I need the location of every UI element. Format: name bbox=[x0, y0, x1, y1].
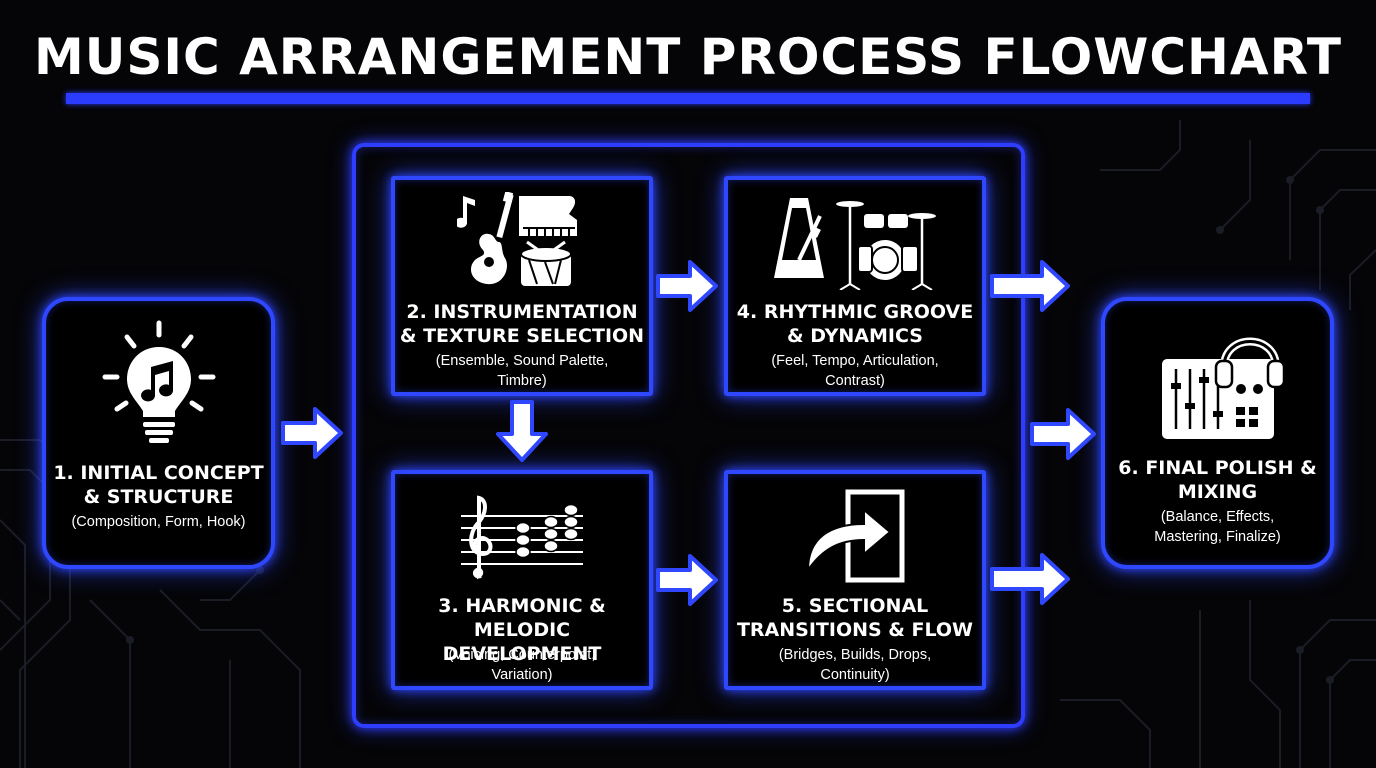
step-6-title-line1: 6. FINAL POLISH & bbox=[1118, 457, 1317, 479]
step-6-subtitle-line2: Mastering, Finalize) bbox=[1154, 529, 1281, 545]
step-1-title-line2: & STRUCTURE bbox=[83, 486, 234, 508]
arrow-group-to-step6 bbox=[1030, 408, 1096, 460]
step-4-subtitle-line2: Contrast) bbox=[825, 373, 885, 389]
step-1-subtitle: (Composition, Form, Hook) bbox=[71, 514, 246, 530]
lightbulb-music-note-icon bbox=[46, 319, 271, 449]
step-1-initial-concept: 1. INITIAL CONCEPT & STRUCTURE (Composit… bbox=[42, 297, 275, 569]
step-4-subtitle-line1: (Feel, Tempo, Articulation, bbox=[771, 353, 939, 369]
step-6-title-line2: MIXING bbox=[1177, 481, 1258, 503]
step-3-subtitle-line1: (Voicing, Counterpoint, bbox=[448, 647, 596, 663]
step-5-subtitle-line2: Continuity) bbox=[820, 667, 890, 683]
step-3-harmonic-melodic: 3. HARMONIC & MELODIC DEVELOPMENT (Voici… bbox=[391, 470, 653, 690]
process-group-frame bbox=[352, 143, 1025, 728]
mixer-headphones-icon bbox=[1105, 323, 1330, 443]
step-1-title-line1: 1. INITIAL CONCEPT bbox=[53, 462, 264, 484]
sheet-music-icon bbox=[395, 492, 649, 582]
step-4-title-line1: 4. RHYTHMIC GROOVE bbox=[736, 301, 974, 323]
step-5-sectional-transitions: 5. SECTIONAL TRANSITIONS & FLOW (Bridges… bbox=[724, 470, 986, 690]
step-4-title-line2: & DYNAMICS bbox=[787, 325, 923, 347]
step-2-subtitle-line1: (Ensemble, Sound Palette, bbox=[435, 353, 609, 369]
transition-arrow-icon bbox=[728, 488, 982, 584]
step-2-instrumentation: 2. INSTRUMENTATION & TEXTURE SELECTION (… bbox=[391, 176, 653, 396]
arrow-step5-to-step6 bbox=[990, 553, 1070, 605]
step-3-title-line2: MELODIC DEVELOPMENT bbox=[442, 619, 602, 665]
step-2-title-line1: 2. INSTRUMENTATION bbox=[406, 301, 638, 323]
step-6-subtitle-line1: (Balance, Effects, bbox=[1160, 509, 1275, 525]
step-3-subtitle-line2: Variation) bbox=[491, 667, 553, 683]
arrow-step2-to-step3 bbox=[496, 400, 548, 462]
step-2-subtitle-line2: Timbre) bbox=[497, 373, 547, 389]
step-4-rhythmic-groove: 4. RHYTHMIC GROOVE & DYNAMICS (Feel, Tem… bbox=[724, 176, 986, 396]
arrow-step4-to-step6 bbox=[990, 260, 1070, 312]
step-6-final-polish: 6. FINAL POLISH & MIXING (Balance, Effec… bbox=[1101, 297, 1334, 569]
step-5-title-line1: 5. SECTIONAL bbox=[781, 595, 929, 617]
step-2-title-line2: & TEXTURE SELECTION bbox=[399, 325, 645, 347]
page-title: MUSIC ARRANGEMENT PROCESS FLOWCHART bbox=[34, 28, 1342, 86]
title-underline bbox=[66, 93, 1310, 104]
step-5-subtitle-line1: (Bridges, Builds, Drops, bbox=[778, 647, 932, 663]
instruments-icon bbox=[395, 192, 649, 292]
step-5-title-line2: TRANSITIONS & FLOW bbox=[736, 619, 974, 641]
metronome-drums-icon bbox=[728, 194, 982, 290]
step-3-title-line1: 3. HARMONIC & bbox=[438, 595, 606, 617]
arrow-step2-to-step4 bbox=[656, 260, 718, 312]
arrow-step1-to-group bbox=[281, 407, 343, 459]
arrow-step3-to-step5 bbox=[656, 554, 718, 606]
